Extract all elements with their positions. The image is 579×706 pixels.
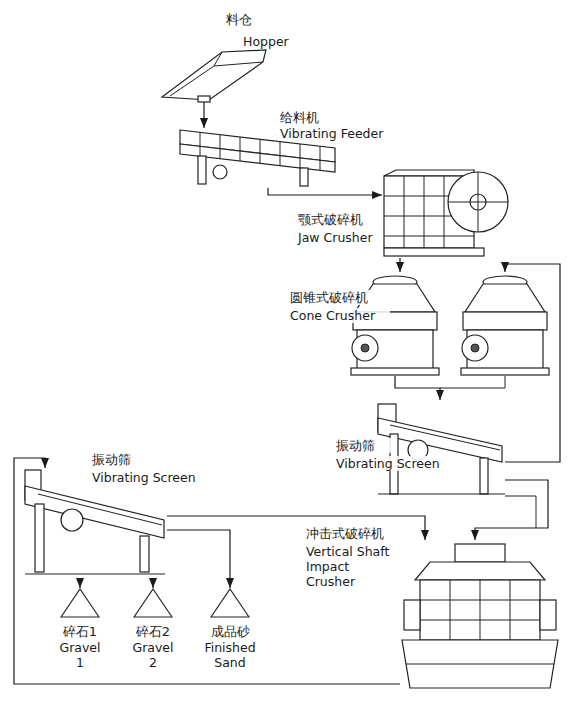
english-label: Vibrating Screen	[336, 456, 446, 471]
flow-arrow	[14, 458, 400, 684]
flow-arrow	[395, 376, 440, 400]
pile-outline	[61, 589, 99, 617]
cone-crusher-node: 圆锥式破碎机Cone Crusher	[350, 272, 550, 376]
pile-outline	[134, 589, 172, 617]
flow-arrow	[152, 578, 153, 588]
chinese-label: 圆锥式破碎机	[290, 290, 390, 305]
english-label: Finished Sand	[199, 640, 261, 670]
chinese-label: 成品砂	[200, 624, 260, 639]
english-label: Vertical Shaft Impact Crusher	[306, 544, 401, 589]
jaw-crusher-node: 颚式破碎机Jaw Crusher	[382, 168, 514, 258]
hopper-node: 料仓Hopper	[160, 50, 266, 102]
english-label: Cone Crusher	[290, 308, 390, 323]
feeder-node: 给料机Vibrating Feeder	[178, 128, 338, 188]
flow-arrow	[268, 188, 382, 195]
flow-arrow	[203, 102, 204, 128]
english-label: Vibrating Feeder	[280, 126, 400, 141]
pile-triangle	[210, 588, 250, 618]
flow-arrow	[167, 516, 425, 540]
product-pile: 碎石2Gravel 2	[133, 588, 173, 618]
chinese-label: 料仓	[226, 12, 286, 27]
english-label: Jaw Crusher	[298, 230, 380, 245]
english-label: Gravel 2	[129, 640, 177, 670]
product-pile: 碎石1Gravel 1	[60, 588, 100, 618]
screen-node: 振动筛Vibrating Screen	[375, 400, 505, 500]
screen-drawing	[25, 470, 165, 574]
impact-crusher-drawing	[402, 544, 558, 688]
flow-arrow	[505, 264, 560, 462]
screen-node: 振动筛Vibrating Screen	[22, 468, 167, 578]
english-label: Hopper	[243, 34, 313, 49]
product-pile: 成品砂Finished Sand	[210, 588, 250, 618]
chinese-label: 颚式破碎机	[298, 212, 380, 227]
chinese-label: 给料机	[280, 110, 360, 125]
flow-arrow	[399, 258, 400, 272]
chinese-label: 振动筛	[92, 452, 152, 467]
english-label: Vibrating Screen	[92, 470, 202, 485]
chinese-label: 冲击式破碎机	[306, 526, 396, 541]
pile-triangle	[60, 588, 100, 618]
chinese-label: 振动筛	[336, 438, 396, 453]
english-label: Gravel 1	[56, 640, 104, 670]
flow-arrow	[475, 480, 548, 540]
chinese-label: 碎石2	[128, 624, 178, 639]
pile-outline	[211, 589, 249, 617]
impact-crusher-node: 冲击式破碎机Vertical Shaft Impact Crusher	[400, 540, 560, 690]
pile-triangle	[133, 588, 173, 618]
jaw-crusher-drawing	[384, 170, 508, 256]
hopper-drawing	[162, 50, 266, 102]
flow-arrow	[79, 578, 80, 588]
chinese-label: 碎石1	[55, 624, 105, 639]
flow-arrow	[167, 530, 230, 588]
